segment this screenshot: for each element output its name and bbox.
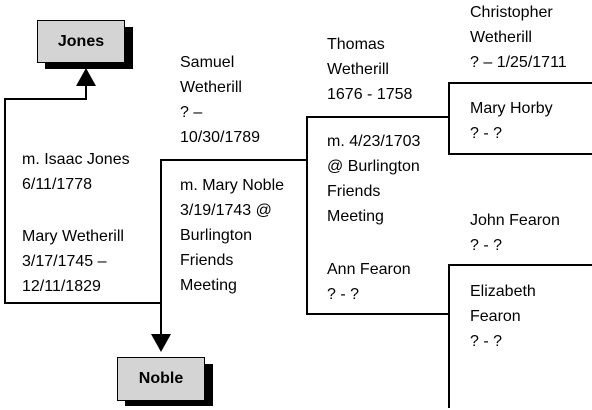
person-elizabeth-fearon: Elizabeth Fearon ? - ?: [470, 279, 536, 354]
marriage-line: m. Mary Noble: [180, 177, 285, 194]
tree-line: [4, 98, 6, 304]
person-line: Ann Fearon: [327, 261, 411, 278]
tree-line: [306, 116, 450, 118]
person-line: ? - ?: [327, 286, 360, 303]
person-line: Wetherill: [327, 61, 389, 78]
tree-line: [448, 264, 592, 266]
family-name-label: Jones: [57, 32, 105, 50]
marriage-line: Meeting: [327, 208, 384, 225]
tree-line: [448, 82, 592, 84]
person-line: Christopher: [470, 4, 553, 21]
marriage-line: m. 4/23/1703: [327, 133, 421, 150]
person-thomas-wetherill: Thomas Wetherill 1676 - 1758: [327, 32, 412, 107]
person-line: ? –: [180, 104, 203, 121]
tree-line: [306, 313, 450, 315]
person-line: Mary Wetherill: [22, 228, 124, 245]
person-line: 10/30/1789: [180, 129, 261, 146]
marriage-thomas-ann: m. 4/23/1703 @ Burlington Friends Meetin…: [327, 129, 420, 229]
family-name-label: Noble: [138, 370, 184, 387]
marriage-line: Burlington: [180, 227, 253, 244]
person-line: John Fearon: [470, 212, 560, 229]
person-line: 3/17/1745 –: [22, 253, 107, 270]
marriage-line: 6/11/1778: [22, 176, 92, 193]
person-line: ? - ?: [470, 125, 503, 142]
person-line: 12/11/1829: [22, 278, 101, 295]
person-line: Elizabeth: [470, 283, 536, 300]
marriage-line: 3/19/1743 @: [180, 202, 272, 219]
marriage-line: m. Isaac Jones: [22, 151, 130, 168]
family-box-jones: Jones: [37, 20, 125, 63]
person-line: Fearon: [470, 308, 521, 325]
tree-line: [85, 82, 87, 99]
person-mary-wetherill: Mary Wetherill 3/17/1745 – 12/11/1829: [22, 224, 124, 299]
person-mary-horby: Mary Horby ? - ?: [470, 96, 553, 146]
tree-line: [448, 264, 450, 408]
tree-line: [160, 159, 162, 339]
marriage-line: Meeting: [180, 277, 237, 294]
arrow-up-icon: [76, 68, 96, 86]
tree-line: [160, 159, 308, 161]
tree-line: [4, 98, 87, 100]
person-line: ? - ?: [470, 333, 503, 350]
arrow-down-icon: [151, 334, 171, 352]
tree-line: [306, 116, 308, 315]
marriage-line: Friends: [327, 183, 381, 200]
family-box-noble: Noble: [117, 357, 205, 401]
person-john-fearon: John Fearon ? - ?: [470, 208, 560, 258]
person-line: Samuel: [180, 54, 235, 71]
person-samuel-wetherill: Samuel Wetherill ? – 10/30/1789: [180, 50, 260, 150]
person-line: Mary Horby: [470, 100, 553, 117]
person-line: ? - ?: [470, 237, 503, 254]
person-line: Thomas: [327, 36, 385, 53]
person-line: Wetherill: [180, 79, 242, 96]
person-line: Wetherill: [470, 29, 532, 46]
marriage-isaac-jones: m. Isaac Jones 6/11/1778: [22, 147, 130, 197]
person-christopher-wetherill: Christopher Wetherill ? – 1/25/1711: [470, 0, 567, 75]
tree-line: [4, 302, 162, 304]
tree-line: [448, 82, 450, 154]
person-ann-fearon: Ann Fearon ? - ?: [327, 257, 411, 307]
marriage-mary-noble: m. Mary Noble 3/19/1743 @ Burlington Fri…: [180, 173, 284, 298]
tree-line: [448, 153, 592, 155]
marriage-line: @ Burlington: [327, 158, 420, 175]
person-line: 1676 - 1758: [327, 86, 413, 103]
person-line: ? – 1/25/1711: [470, 54, 567, 71]
marriage-line: Friends: [180, 252, 234, 269]
